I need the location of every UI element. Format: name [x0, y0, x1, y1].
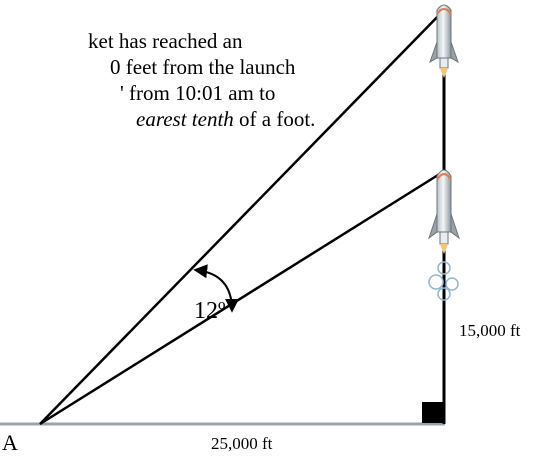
- angle-label: 12º: [194, 298, 226, 324]
- vertex-label: A: [2, 430, 18, 455]
- problem-line-4-rest: of a foot.: [233, 107, 316, 131]
- problem-line-1: ket has reached an: [88, 29, 243, 53]
- problem-line-4: earest tenth of a foot.: [0, 106, 315, 132]
- smoke-icon: [428, 261, 459, 301]
- lower-sight-line: [39, 168, 447, 426]
- rocket-icon-upper: [429, 4, 459, 78]
- problem-text: ket has reached an 0 feet from the launc…: [0, 28, 315, 132]
- rocket-icon-lower: [428, 169, 460, 254]
- height-label: 15,000 ft: [459, 321, 521, 340]
- upper-sight-line: [39, 7, 447, 425]
- angle-arc: [193, 264, 239, 313]
- problem-line-2: 0 feet from the launch: [110, 55, 296, 79]
- problem-line-3: ' from 10:01 am to: [120, 81, 276, 105]
- right-angle-marker: [422, 402, 443, 423]
- base-label: 25,000 ft: [211, 434, 273, 453]
- problem-line-4-italic: earest tenth: [136, 107, 234, 131]
